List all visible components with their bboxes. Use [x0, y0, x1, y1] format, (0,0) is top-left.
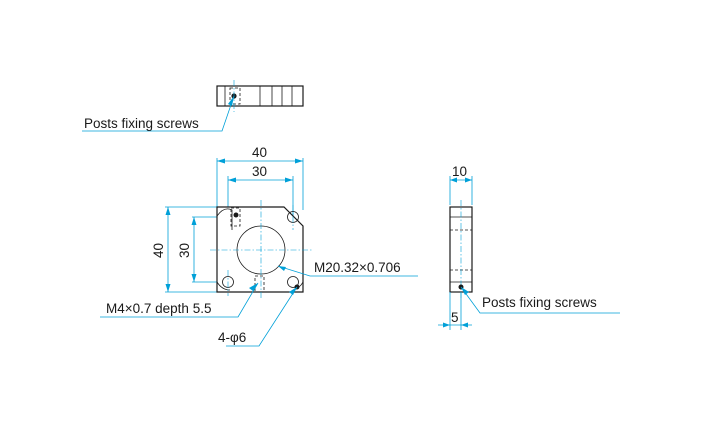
- dim-width-inner: 30: [252, 164, 267, 179]
- side-view: 10 5 Posts fixing screws: [438, 164, 620, 330]
- screw-top-left-icon: [233, 212, 239, 218]
- dim-thickness: 10: [452, 164, 467, 179]
- front-view: 40 30 40 30: [100, 145, 418, 347]
- dim-height-inner: 30: [177, 243, 192, 258]
- mount-hole-bottom-right-icon: [287, 276, 299, 288]
- top-view-leader: [82, 95, 235, 132]
- top-view-callout: Posts fixing screws: [84, 116, 199, 131]
- side-view-callout: Posts fixing screws: [482, 295, 597, 310]
- top-view: Posts fixing screws: [82, 80, 304, 132]
- dim-height-outer: 40: [151, 243, 166, 258]
- thread-callout: M20.32×0.706: [314, 260, 401, 275]
- hole-callout: 4-φ6: [218, 330, 246, 345]
- tapped-hole-callout: M4×0.7 depth 5.5: [106, 301, 211, 316]
- dim-width-outer: 40: [252, 145, 267, 160]
- dim-offset: 5: [451, 310, 459, 325]
- front-view-body: [216, 206, 304, 293]
